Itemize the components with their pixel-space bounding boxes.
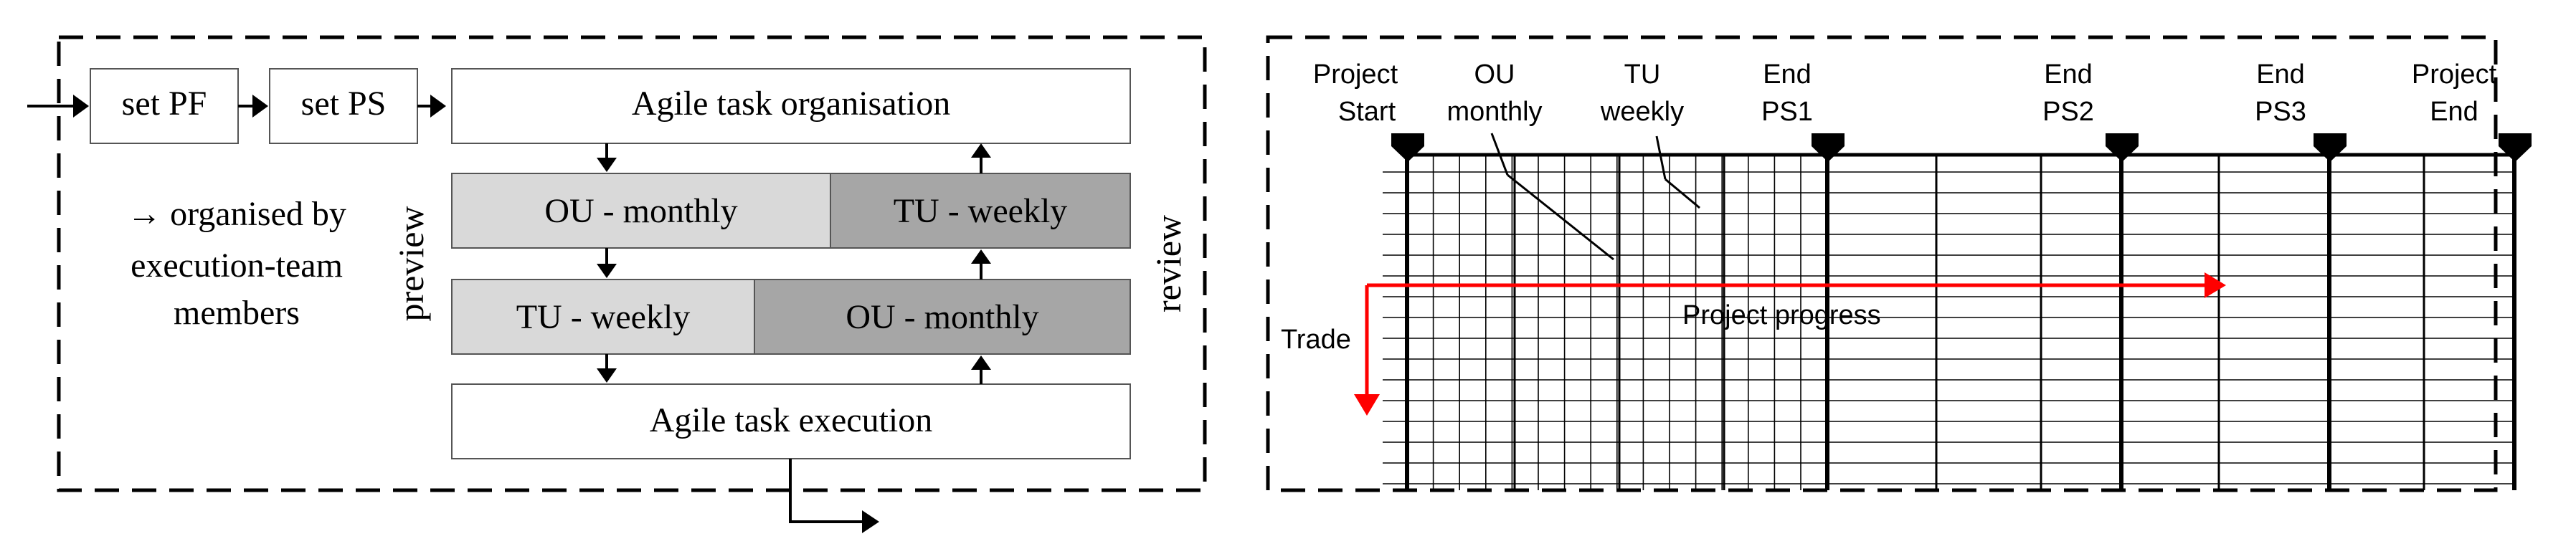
milestone-marker-end: [2499, 133, 2532, 162]
milestone-marker-start: [1391, 133, 1424, 162]
note-line-2: execution-team: [131, 247, 343, 285]
ps-org-arrowhead: [430, 95, 446, 118]
end-ps3-label-2: PS3: [2255, 97, 2306, 127]
trade-arrowhead: [1354, 394, 1380, 416]
project-end-label-1: Project: [2412, 59, 2497, 90]
row2-ou-box: [754, 279, 1131, 355]
preview-label: preview: [391, 206, 431, 321]
preview-arrows: [597, 143, 617, 383]
ou-label-1: OU: [1474, 59, 1515, 90]
tu-label-2: weekly: [1600, 97, 1684, 127]
entry-arrowhead: [73, 95, 89, 118]
row2-ou-label: OU - monthly: [846, 298, 1038, 336]
execution-box: [451, 383, 1131, 459]
end-ps2-label-2: PS2: [2042, 97, 2094, 127]
right-panel: Project Start OU monthly TU weekly End P…: [1266, 35, 2532, 492]
pf-ps-arrowhead: [252, 95, 268, 118]
project-progress-label: Project progress: [1682, 300, 1881, 330]
trade-label: Trade: [1281, 325, 1351, 355]
organisation-box: [451, 68, 1131, 144]
right-panel-frame: [1266, 35, 2498, 492]
set-pf-label: set PF: [122, 85, 207, 123]
row2-tu-label: TU - weekly: [516, 298, 691, 336]
progress-arrowhead: [2205, 272, 2226, 298]
project-start-label-1: Project: [1313, 59, 1398, 90]
milestone-marker-ps1: [1812, 133, 1845, 162]
row1-tu-label: TU - weekly: [894, 192, 1068, 230]
end-ps1-label-2: PS1: [1761, 97, 1813, 127]
exit-arrowhead: [862, 510, 879, 533]
set-ps-box: [269, 68, 418, 144]
left-panel: set PF set PS Agile task organisation OU…: [27, 35, 1207, 533]
tu-leader-line: [1655, 135, 1700, 209]
execution-label: Agile task execution: [650, 401, 933, 439]
set-ps-label: set PS: [301, 85, 387, 123]
end-ps2-label-1: End: [2044, 59, 2093, 90]
end-ps1-label-1: End: [1763, 59, 1812, 90]
exit-arrow: [789, 459, 868, 523]
organisation-label: Agile task organisation: [632, 85, 950, 123]
review-label: review: [1148, 215, 1188, 312]
review-arrows: [971, 143, 991, 384]
grid-horizontal-lines: [1383, 171, 2514, 484]
project-start-label-2: Start: [1338, 97, 1396, 127]
milestone-marker-ps2: [2106, 133, 2139, 162]
grid-vertical-lines: [1432, 155, 2425, 490]
ou-leader-line: [1490, 133, 1614, 261]
ou-label-2: monthly: [1446, 97, 1542, 127]
row1-ou-box: [451, 173, 831, 249]
left-panel-frame: [57, 35, 1207, 492]
row1-ou-label: OU - monthly: [544, 192, 737, 230]
note-line-3: members: [174, 294, 300, 332]
row1-tu-box: [830, 173, 1131, 249]
note-line-1: → organised by: [127, 195, 346, 233]
milestone-marker-ps3: [2314, 133, 2347, 162]
project-end-label-2: End: [2430, 97, 2478, 127]
end-ps3-label-1: End: [2256, 59, 2305, 90]
tu-label-1: TU: [1624, 59, 1661, 90]
